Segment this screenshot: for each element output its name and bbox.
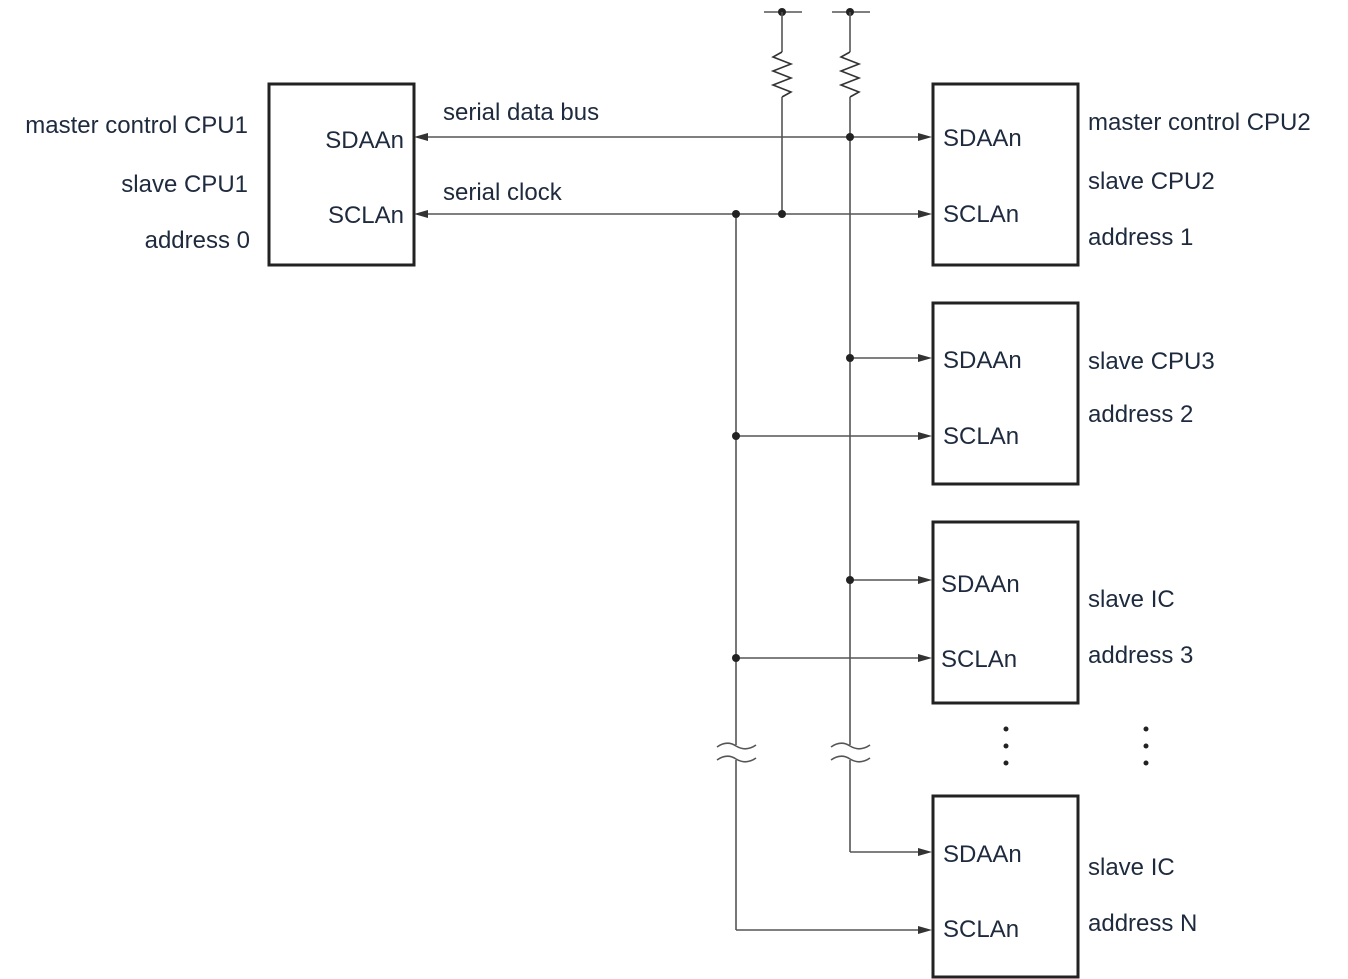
device-address-label: address 1 bbox=[1088, 224, 1193, 251]
junction-scl-cpu3 bbox=[732, 432, 740, 440]
arrow-sda-ic3 bbox=[918, 576, 932, 584]
sda-pin-label: SDAAn bbox=[941, 571, 1020, 598]
arrow-sda-cpu3 bbox=[918, 354, 932, 362]
device-role-label: master control CPU1 bbox=[25, 112, 248, 139]
arrow-sda-icn bbox=[918, 848, 932, 856]
device-box bbox=[931, 794, 1080, 979]
sda-pin-label: SDAAn bbox=[943, 125, 1022, 152]
device-cpu1: SDAAn SCLAn master control CPU1 slave CP… bbox=[25, 82, 416, 267]
device-address-label: address 2 bbox=[1088, 401, 1193, 428]
pull-up-resistor-sda bbox=[838, 51, 862, 98]
device-box bbox=[931, 82, 1080, 267]
ellipsis-marks bbox=[1003, 726, 1149, 766]
ellipsis-dot bbox=[1003, 743, 1009, 749]
break-mark-sda-1 bbox=[830, 742, 871, 750]
device-role-label: slave CPU3 bbox=[1088, 348, 1215, 375]
serial-clock-label: serial clock bbox=[443, 179, 563, 206]
junction-scl-trunk bbox=[732, 210, 740, 218]
arrow-scl-icn bbox=[918, 926, 932, 934]
junction-sda-ic3 bbox=[846, 576, 854, 584]
break-mark-scl-1 bbox=[716, 742, 757, 750]
device-address-label: address 0 bbox=[145, 227, 250, 254]
branch-lines bbox=[732, 354, 932, 934]
device-role-label: slave CPU1 bbox=[121, 171, 248, 198]
junction-sda-cpu3 bbox=[846, 354, 854, 362]
serial-data-bus-label: serial data bus bbox=[443, 99, 599, 126]
arrow-scl-cpu3 bbox=[918, 432, 932, 440]
scl-pin-label: SCLAn bbox=[943, 916, 1019, 943]
scl-pin-label: SCLAn bbox=[943, 201, 1019, 228]
arrow-scl-cpu1 bbox=[414, 210, 428, 218]
device-cpu3: SDAAn SCLAn slave CPU3 address 2 bbox=[931, 301, 1215, 486]
device-box bbox=[931, 301, 1080, 486]
device-address-label: address N bbox=[1088, 910, 1197, 937]
sda-pin-label: SDAAn bbox=[943, 841, 1022, 868]
main-bus-lines bbox=[414, 133, 932, 218]
device-box bbox=[267, 82, 416, 267]
junction-scl-ic3 bbox=[732, 654, 740, 662]
sda-pin-label: SDAAn bbox=[943, 347, 1022, 374]
device-role-label: slave IC bbox=[1088, 586, 1175, 613]
device-box bbox=[931, 520, 1080, 705]
device-address-label: address 3 bbox=[1088, 642, 1193, 669]
break-mark-scl-2 bbox=[716, 755, 757, 763]
device-role-label: master control CPU2 bbox=[1088, 109, 1311, 136]
scl-pin-label: SCLAn bbox=[943, 423, 1019, 450]
sda-pin-label: SDAAn bbox=[325, 127, 404, 154]
ellipsis-dot bbox=[1143, 760, 1149, 766]
device-role-label: slave IC bbox=[1088, 854, 1175, 881]
ellipsis-dot bbox=[1003, 726, 1009, 732]
junction-sda-cpu2 bbox=[846, 133, 854, 141]
junction-scl-resistor bbox=[778, 210, 786, 218]
ellipsis-dot bbox=[1003, 760, 1009, 766]
pull-up-resistors bbox=[764, 8, 870, 214]
scl-pin-label: SCLAn bbox=[941, 646, 1017, 673]
arrow-sda-cpu2 bbox=[918, 133, 932, 141]
ellipsis-dot bbox=[1143, 726, 1149, 732]
scl-pin-label: SCLAn bbox=[328, 202, 404, 229]
arrow-scl-cpu2 bbox=[918, 210, 932, 218]
device-ic-3: SDAAn SCLAn slave IC address 3 bbox=[931, 520, 1193, 705]
arrow-sda-cpu1 bbox=[414, 133, 428, 141]
device-ic-n: SDAAn SCLAn slave IC address N bbox=[931, 794, 1197, 979]
bus-trunks bbox=[716, 97, 871, 930]
device-cpu2: SDAAn SCLAn master control CPU2 slave CP… bbox=[931, 82, 1311, 267]
break-mark-sda-2 bbox=[830, 755, 871, 763]
ellipsis-dot bbox=[1143, 743, 1149, 749]
device-role-label: slave CPU2 bbox=[1088, 168, 1215, 195]
arrow-scl-ic3 bbox=[918, 654, 932, 662]
pull-up-resistor-scl bbox=[770, 51, 794, 98]
